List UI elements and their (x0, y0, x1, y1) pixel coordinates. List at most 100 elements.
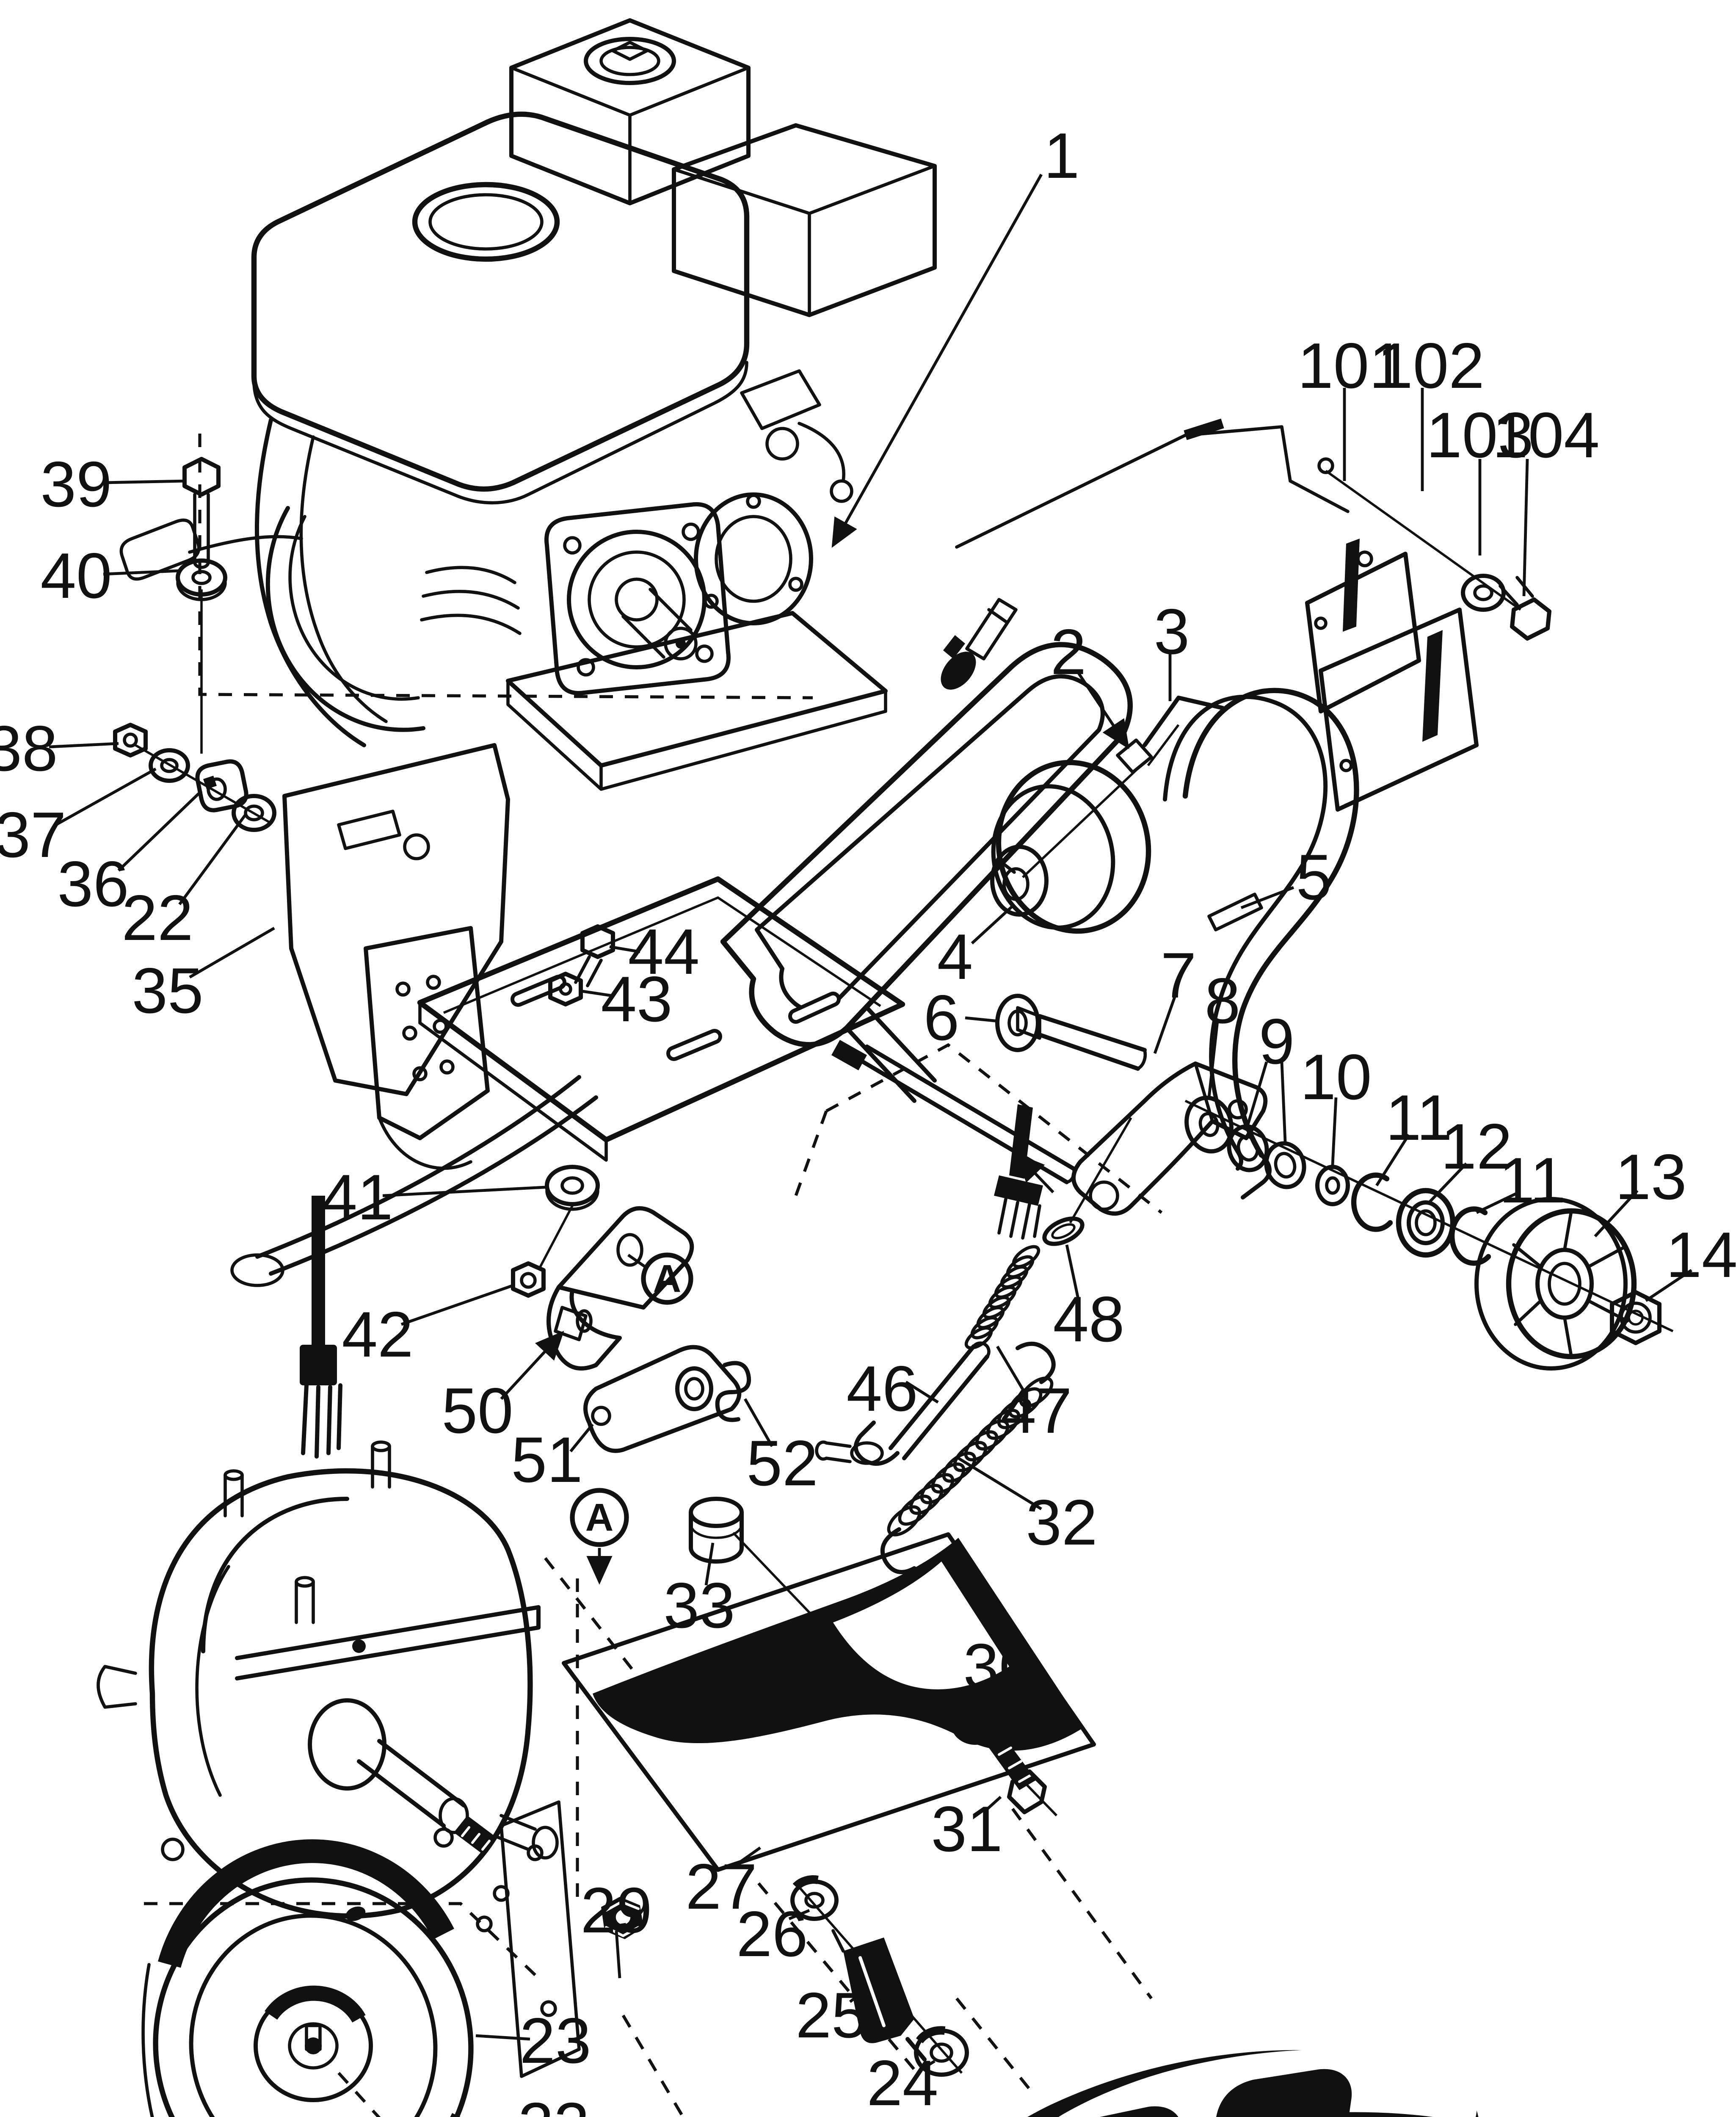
callout-104: 104 (1492, 399, 1600, 597)
pin-5 (1207, 893, 1263, 931)
part-number-102: 102 (1377, 330, 1485, 402)
black-plug-lower (300, 1196, 342, 1459)
leader-line-26 (788, 1909, 810, 1921)
leader-line-9 (1280, 1061, 1287, 1142)
detail-marker-letter: A (585, 1496, 613, 1539)
leader-line-2 (1076, 670, 1129, 749)
part-number-5: 5 (1296, 841, 1332, 913)
callout-40: 40 (40, 540, 180, 612)
detail-marker-circle (641, 1252, 693, 1305)
leader-line-13 (1594, 1189, 1639, 1238)
leader-line-36 (117, 790, 203, 872)
callout-26: 26 (736, 1898, 810, 1970)
bracket-35 (282, 743, 510, 1170)
part-number-37: 37 (0, 799, 66, 871)
leader-line-46 (905, 1381, 939, 1404)
part-number-13: 13 (1615, 1141, 1686, 1213)
detail-marker-A: A (570, 1488, 629, 1585)
pulley-belt-group (941, 598, 1359, 1199)
leader-line-48 (1065, 1244, 1080, 1301)
callout-13: 13 (1594, 1141, 1687, 1238)
part-number-24: 24 (867, 2047, 938, 2117)
bolt-44-nut-43 (548, 924, 615, 1006)
leader-line-41 (382, 1186, 546, 1197)
callout-101: 101 (1297, 330, 1405, 481)
leader-line-9 (1246, 1061, 1268, 1125)
leader-line-40 (103, 569, 180, 576)
part-number-2: 2 (1051, 616, 1087, 688)
part-number-7: 7 (1161, 940, 1197, 1012)
spring-47 (964, 1245, 1040, 1350)
part-number-42: 42 (342, 1299, 413, 1371)
callout-14: 14 (1645, 1219, 1736, 1302)
leader-line-104 (1522, 459, 1529, 597)
part-number-11: 11 (1385, 1082, 1452, 1154)
part-number-104: 104 (1492, 399, 1600, 471)
belt-cover-15: agria (1027, 2049, 1479, 2117)
callout-12: 12 (1428, 1111, 1512, 1204)
part-number-103: 103 (1426, 399, 1534, 471)
part-number-44: 44 (628, 916, 699, 988)
screw-31 (989, 1739, 1047, 1814)
part-number-52: 52 (746, 1427, 818, 1499)
leader-line-52 (744, 1398, 773, 1447)
key-2 (1116, 738, 1153, 774)
part-number-30: 30 (963, 1631, 1035, 1702)
callout-32: 32 (958, 1457, 1098, 1559)
callout-layer: 1101102103104394038373622352345678910111… (0, 120, 1736, 2117)
leader-line-1 (831, 174, 1043, 548)
spring-linkage-group (300, 1196, 1085, 1574)
callout-25: 25 (795, 1979, 868, 2051)
lever-7 (1071, 1061, 1268, 1216)
part-number-46: 46 (846, 1353, 918, 1425)
part-number-4: 4 (937, 921, 973, 993)
leader-line-14 (1645, 1269, 1692, 1302)
axis-lines (135, 457, 1674, 2074)
clip-52 (715, 1361, 751, 1422)
spring-32 (880, 1341, 1056, 1574)
leader-line-44 (609, 945, 640, 953)
part-number-23: 23 (519, 2005, 591, 2077)
leader-line-12 (1428, 1162, 1468, 1204)
callout-43: 43 (579, 963, 673, 1035)
leader-line-35 (189, 927, 275, 978)
leader-line-39 (103, 479, 187, 484)
leader-line-42 (400, 1284, 514, 1326)
detail-marker-leader (627, 1254, 646, 1268)
leader-line-22 (178, 813, 247, 906)
part-number-36: 36 (57, 848, 129, 920)
part-number-10: 10 (1300, 1041, 1372, 1113)
part-number-22: 22 (121, 882, 193, 954)
callout-22: 22 (121, 813, 247, 954)
callout-42: 42 (342, 1284, 514, 1371)
callout-24: 24 (867, 2047, 938, 2117)
callout-2: 2 (1051, 616, 1129, 749)
washer-41-nut-42 (511, 1165, 600, 1298)
bolt-39-washer-40 (176, 457, 227, 601)
callout-11: 11 (1375, 1082, 1452, 1186)
leader-line-11 (1476, 1191, 1520, 1214)
callout-27: 27 (685, 1846, 761, 1923)
bracket-50-plate-51 (546, 1206, 751, 1453)
grease-tube (941, 598, 1018, 690)
leader-line-38 (49, 742, 119, 749)
engine-illustration (119, 18, 937, 791)
part-number-50: 50 (442, 1375, 513, 1447)
part-number-35: 35 (132, 955, 203, 1027)
guard-fasteners (601, 1700, 1047, 2077)
cap-33 (689, 1497, 744, 1564)
belt-guard-27 (562, 1532, 1096, 1872)
part-number-6: 6 (924, 982, 960, 1054)
mount-plates-101-102 (955, 418, 1551, 812)
leader-line-8 (1207, 1021, 1219, 1098)
part-number-33: 33 (663, 1570, 735, 1642)
callout-3: 3 (1154, 596, 1190, 701)
callout-7: 7 (1153, 940, 1197, 1054)
callout-39: 39 (40, 448, 187, 520)
callout-36: 36 (57, 790, 203, 920)
leader-line-4 (971, 905, 1014, 945)
leader-line-31 (983, 1796, 1002, 1813)
leader-line-23 (475, 2034, 530, 2041)
callout-102: 102 (1377, 330, 1485, 491)
